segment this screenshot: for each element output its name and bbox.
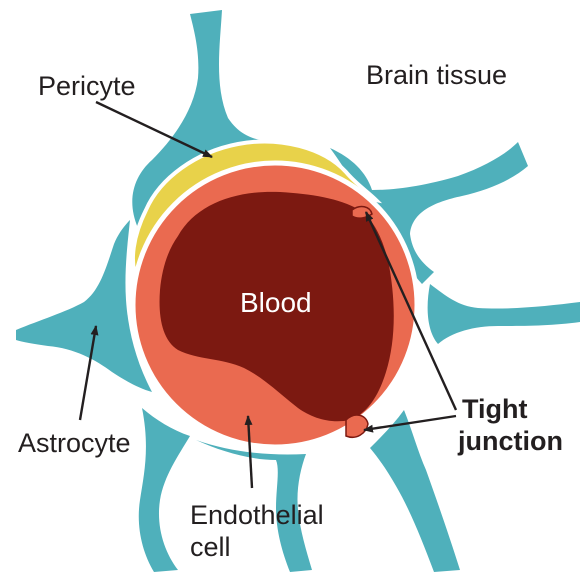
astrocyte-process-bottom-right (370, 410, 460, 572)
astrocyte-process-bottom-left (139, 408, 190, 572)
endothelial-label-line2: cell (190, 532, 231, 562)
blood-label: Blood (240, 287, 312, 318)
tight-junction-lower (346, 415, 368, 437)
brain-tissue-label: Brain tissue (366, 60, 507, 90)
pericyte-label: Pericyte (38, 71, 136, 101)
tight-junction-label-line2: junction (457, 426, 563, 456)
endothelial-label-line1: Endothelial (190, 500, 324, 530)
astrocyte-label: Astrocyte (18, 428, 131, 458)
tight-junction-label-line1: Tight (462, 394, 527, 424)
astrocyte-process-right (428, 284, 580, 344)
